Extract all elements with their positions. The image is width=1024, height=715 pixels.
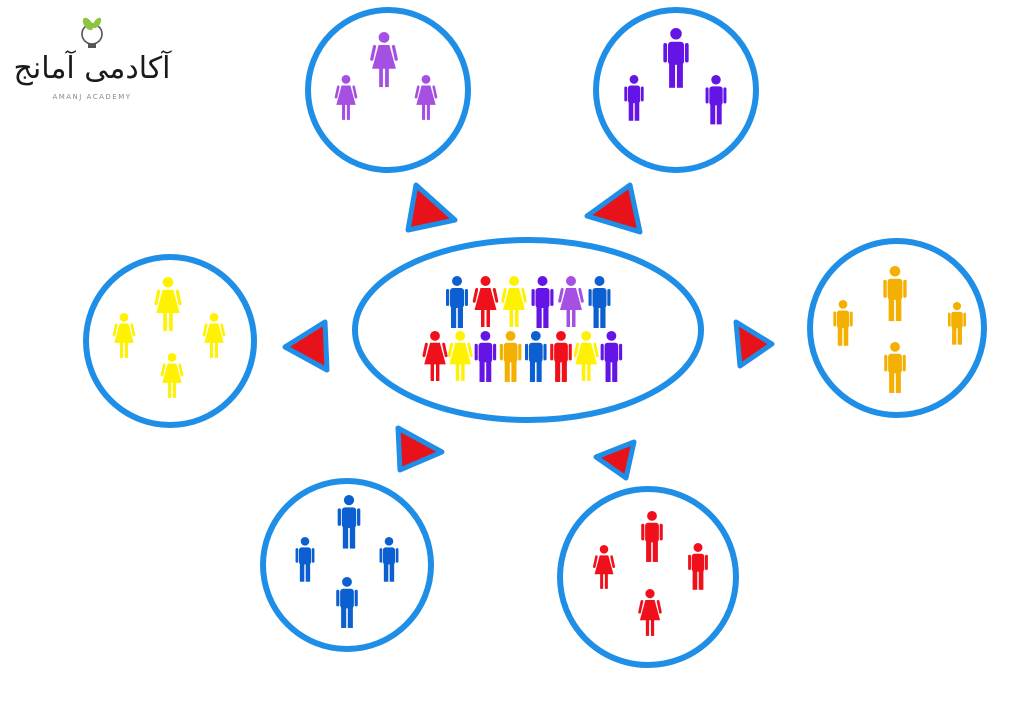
- person-male-icon: [337, 495, 361, 549]
- person-male-icon: [474, 331, 497, 382]
- person-male-icon: [446, 276, 468, 328]
- person-female-icon: [422, 331, 448, 381]
- arrows: [282, 182, 775, 481]
- arrow-icon: [593, 439, 637, 481]
- group-right: [807, 238, 987, 418]
- group-top-left-ring: [305, 7, 471, 173]
- person-male-icon: [588, 276, 611, 328]
- person-male-icon: [641, 511, 663, 562]
- person-male-icon: [688, 543, 708, 590]
- person-female-icon: [370, 32, 398, 88]
- group-left-ring: [83, 254, 257, 428]
- arrow-icon: [405, 182, 458, 233]
- group-left: [83, 254, 257, 428]
- person-female-icon: [154, 277, 182, 332]
- central-group-ellipse: [352, 237, 704, 423]
- person-male-icon: [295, 537, 315, 582]
- group-bottom-right: [557, 486, 739, 668]
- group-top-right-ring: [593, 7, 759, 173]
- person-female-icon: [638, 589, 662, 636]
- central-crowd: [422, 276, 623, 382]
- person-female-icon: [472, 276, 499, 327]
- person-male-icon: [947, 302, 967, 345]
- person-male-icon: [525, 331, 547, 382]
- group-bottom-left: [260, 478, 434, 652]
- person-female-icon: [592, 545, 616, 589]
- logo: آکادمی آمانج AMANJ ACADEMY: [14, 17, 173, 101]
- person-male-icon: [883, 266, 907, 322]
- person-male-icon: [663, 28, 689, 88]
- arrow-icon: [395, 425, 445, 473]
- person-female-icon: [501, 276, 527, 327]
- person-male-icon: [531, 276, 554, 328]
- person-female-icon: [202, 313, 226, 358]
- group-bottom-right-ring: [557, 486, 739, 668]
- person-male-icon: [600, 331, 623, 382]
- lightbulb-leaf-icon: [81, 17, 103, 48]
- person-male-icon: [705, 75, 727, 125]
- group-right-ring: [807, 238, 987, 418]
- logo-text-fa: آکادمی آمانج: [14, 50, 173, 86]
- person-female-icon: [334, 75, 358, 120]
- person-male-icon: [379, 537, 399, 582]
- arrow-icon: [282, 319, 330, 373]
- person-male-icon: [884, 342, 906, 393]
- group-circles: [83, 7, 987, 668]
- logo-text-en: AMANJ ACADEMY: [52, 93, 131, 101]
- person-male-icon: [336, 577, 358, 628]
- person-female-icon: [160, 353, 184, 398]
- person-male-icon: [499, 331, 522, 382]
- person-male-icon: [833, 300, 853, 346]
- person-female-icon: [414, 75, 438, 120]
- person-female-icon: [447, 331, 473, 381]
- group-top-right: [593, 7, 759, 173]
- person-female-icon: [573, 331, 599, 381]
- person-female-icon: [112, 313, 136, 358]
- arrow-icon: [584, 182, 643, 235]
- group-bottom-left-ring: [260, 478, 434, 652]
- person-male-icon: [624, 75, 644, 121]
- arrow-icon: [733, 319, 775, 369]
- person-male-icon: [550, 331, 572, 382]
- person-female-icon: [558, 276, 584, 327]
- group-top-left: [305, 7, 471, 173]
